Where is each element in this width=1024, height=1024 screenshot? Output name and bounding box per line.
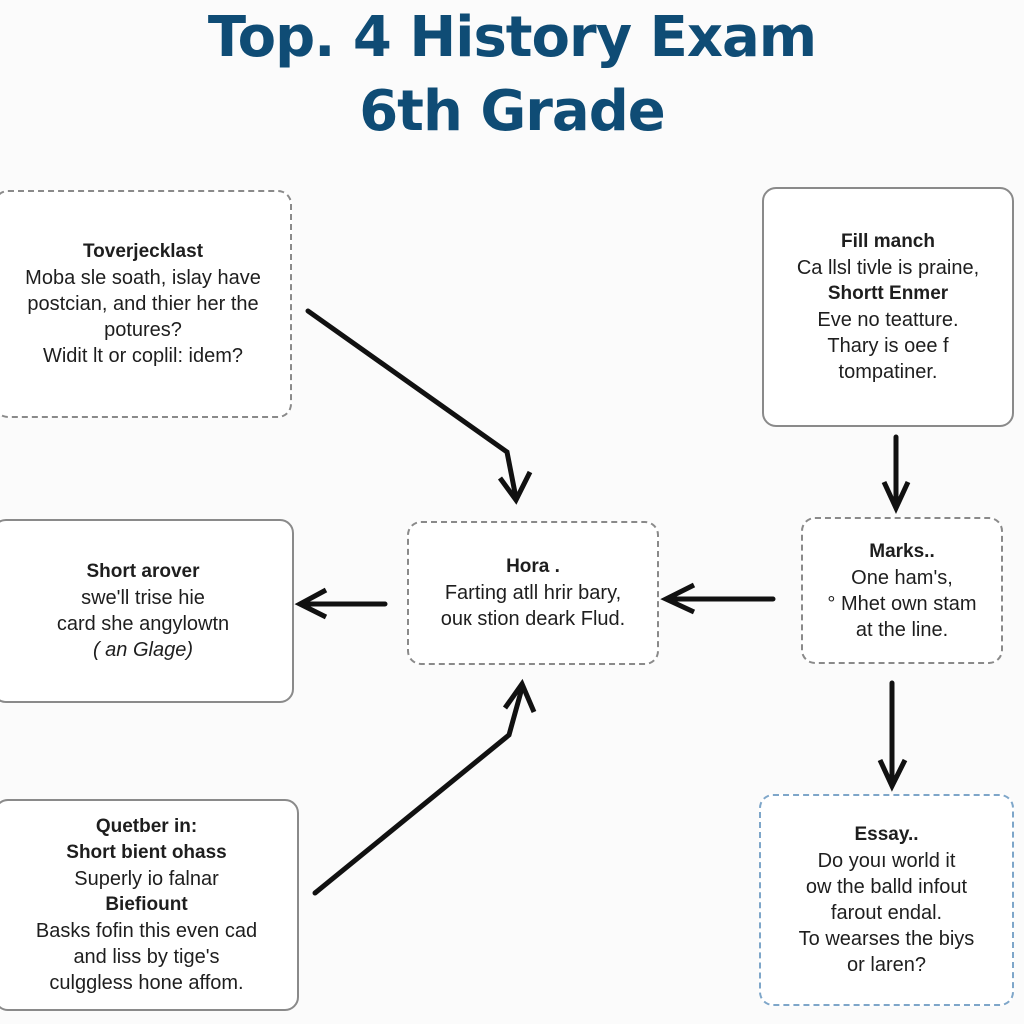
page-title: Top. 4 History Exam (207, 5, 817, 70)
arrow-head (881, 480, 911, 514)
box-heading: Hora . (506, 556, 560, 577)
box-bottom-right: Essay.. Do youı world it ow the balld in… (759, 794, 1014, 1006)
box-line: or laren? (847, 954, 926, 976)
box-line: and liss by tige's (73, 946, 220, 968)
box-line: Do youı world it (817, 850, 956, 872)
box-subheading: Biefiount (105, 894, 188, 915)
box-heading: Marks.. (869, 540, 935, 562)
box-line: To wearses the biys (798, 928, 975, 950)
box-heading: Short arover (86, 561, 200, 582)
box-line: Ca llsl tivle is praine, (796, 257, 980, 279)
box-line: Eve no teatture. (817, 309, 959, 331)
box-line: Basks fofin this even cad (35, 920, 258, 942)
box-subheading: Shortt Enmer (827, 283, 949, 304)
box-center: Hora . Farting atll hrir bary, ouк stion… (407, 521, 659, 665)
arrow-head (502, 678, 537, 713)
arrow-head (877, 758, 908, 792)
arrow-head (660, 582, 696, 615)
box-line: potures? (104, 319, 182, 341)
box-line: tompatiner. (838, 361, 938, 383)
arrow-head (294, 587, 328, 620)
box-line: One ham's, (851, 566, 953, 589)
box-line: swe'll trise hie (81, 587, 205, 609)
box-middle-right: Marks.. One ham's, ° Mhet own stam at th… (801, 517, 1003, 664)
box-line: postcian, and thier her the (27, 293, 259, 315)
arrow-bottom-left-to-center (312, 685, 525, 896)
box-line: at the line. (855, 618, 949, 641)
box-heading: Toverjecklast (82, 241, 204, 262)
page-subtitle: 6th Grade (359, 79, 666, 144)
box-bottom-left: Quetber in: Short bient ohass Superly io… (0, 799, 299, 1011)
box-middle-left: Short arover swe'll trise hie card she a… (0, 519, 294, 703)
box-top-left: Toverjecklast Moba sle soath, islay have… (0, 190, 292, 418)
box-line: farout endal. (830, 902, 943, 924)
box-top-right: Fill manch Ca llsl tivle is praine, Shor… (762, 187, 1014, 427)
box-line: ° Mhet own stam (827, 592, 977, 615)
box-line: Thary is oee f (827, 335, 949, 357)
box-heading: Quetber in: (95, 816, 198, 837)
box-heading: Essay.. (854, 824, 919, 845)
box-line: ouк stion deark Flud. (440, 608, 626, 630)
arrow-top-left-to-center (305, 308, 519, 501)
box-line: card she angylowtn (56, 613, 230, 635)
box-line: Widit lt or coplil: idem? (42, 345, 244, 367)
box-line: ow the balld infout (805, 876, 968, 898)
box-heading: Fill manch (841, 231, 935, 252)
arrow-head (497, 470, 533, 505)
box-line: Moba sle soath, islay have (25, 267, 261, 289)
box-line: Superly io falnar (74, 868, 219, 890)
box-note: ( an Glage) (92, 639, 194, 661)
box-line: culggless hone affom. (49, 972, 244, 994)
box-subheading: Short bient ohass (66, 842, 227, 863)
box-line: Farting atll hrir bary, (444, 582, 622, 604)
